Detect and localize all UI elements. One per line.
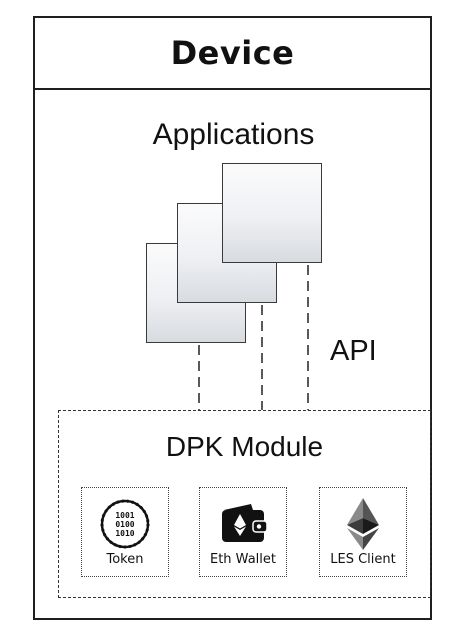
binary-line: 1010 — [115, 529, 134, 538]
les-client-label: LES Client — [330, 552, 396, 567]
device-header: Device — [35, 18, 430, 90]
wallet-icon — [200, 498, 286, 550]
token-label: Token — [106, 552, 144, 567]
token-component: 1001 0100 1010 Token — [81, 487, 169, 577]
dpk-module: DPK Module 1001 0100 1010 Token Eth W — [58, 410, 431, 598]
device-title: Device — [170, 34, 295, 72]
binary-data-icon: 1001 0100 1010 — [82, 498, 168, 550]
eth-wallet-label: Eth Wallet — [210, 552, 276, 567]
application-card — [222, 163, 322, 263]
eth-wallet-component: Eth Wallet — [199, 487, 287, 577]
binary-line: 0100 — [115, 520, 134, 529]
api-label: API — [330, 335, 377, 367]
les-client-component: LES Client — [319, 487, 407, 577]
dpk-module-label: DPK Module — [165, 431, 324, 462]
ethereum-icon — [320, 498, 406, 550]
applications-label: Applications — [152, 118, 315, 151]
binary-line: 1001 — [115, 511, 134, 520]
